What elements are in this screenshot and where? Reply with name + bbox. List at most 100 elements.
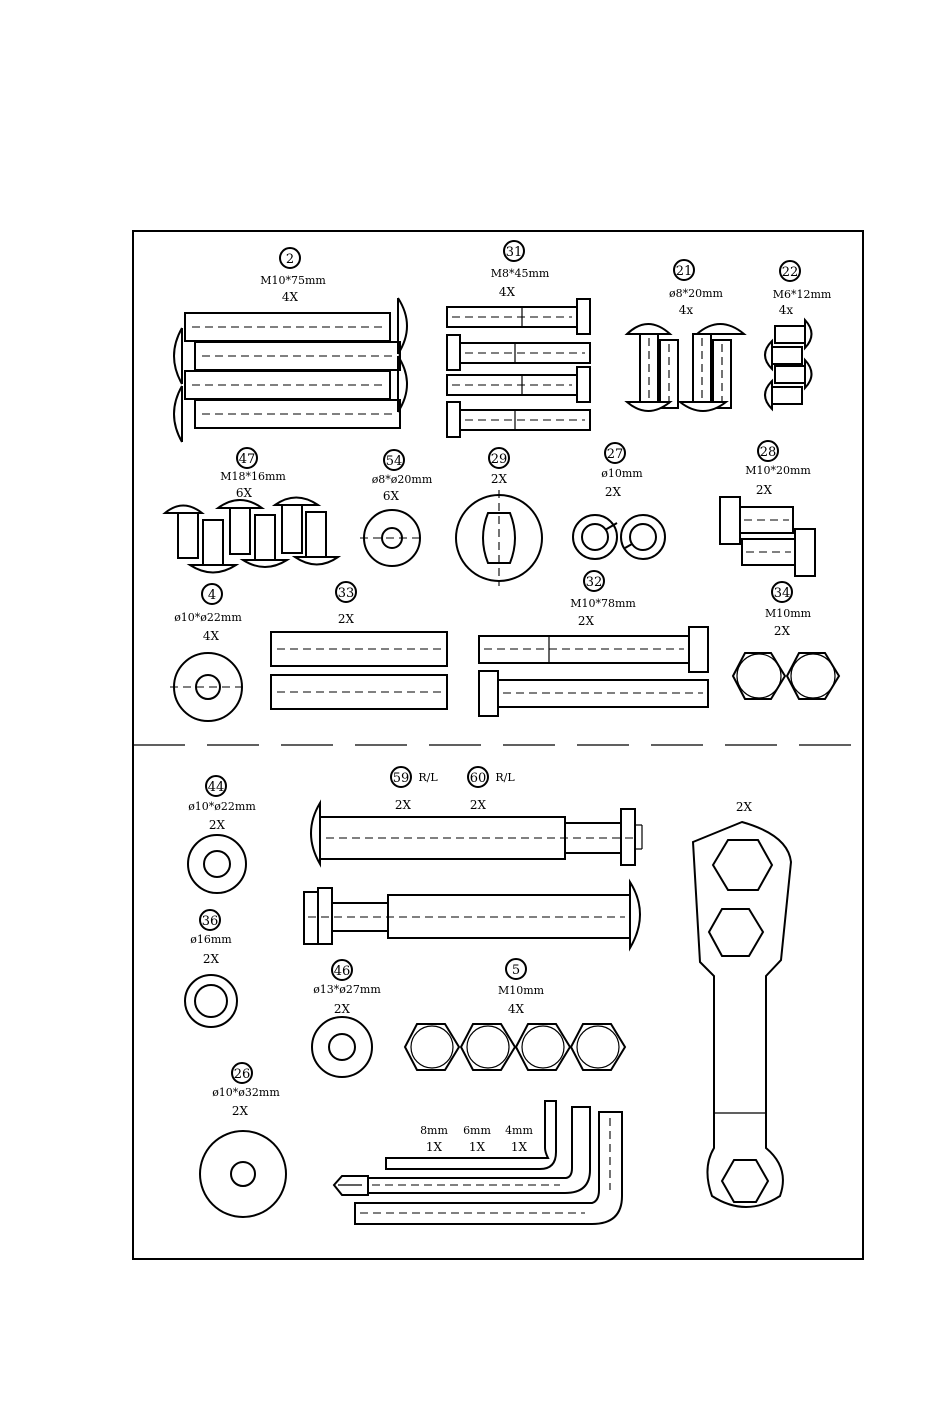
spanner-wrench-drawing xyxy=(693,822,791,1207)
part-59-60-drawing xyxy=(304,803,642,948)
part-31-drawing xyxy=(447,299,590,437)
part-33-drawing xyxy=(271,632,447,709)
allen-4mm-qty: 1X xyxy=(511,1140,528,1154)
part-59-number: 59 xyxy=(393,771,410,786)
allen-keys-group: 8mm 1X 6mm 1X 4mm 1X xyxy=(334,1101,622,1224)
part-32-number: 32 xyxy=(586,575,603,590)
part-33-number: 33 xyxy=(338,586,355,601)
part-29-drawing xyxy=(456,490,542,586)
part-2-group: 2 M10*75mm 4X xyxy=(174,248,407,442)
part-32-group: 32 M10*78mm 2X xyxy=(479,571,708,716)
part-33-qty: 2X xyxy=(338,612,355,626)
part-36-number: 36 xyxy=(202,914,219,929)
part-47-group: 47 M18*16mm 6X xyxy=(165,448,338,573)
part-34-drawing xyxy=(733,653,839,699)
part-27-spec: ø10mm xyxy=(601,467,643,480)
part-22-spec: M6*12mm xyxy=(773,288,832,301)
part-44-qty: 2X xyxy=(209,818,226,832)
part-31-spec: M8*45mm xyxy=(491,267,550,280)
part-32-spec: M10*78mm xyxy=(570,597,636,610)
part-46-drawing xyxy=(312,1017,372,1077)
part-22-group: 22 M6*12mm 4x xyxy=(765,261,832,409)
part-4-number: 4 xyxy=(208,588,216,603)
part-21-qty: 4x xyxy=(679,303,694,317)
part-60-number: 60 xyxy=(470,771,487,786)
part-54-spec: ø8*ø20mm xyxy=(372,473,433,486)
part-47-qty: 6X xyxy=(236,486,253,500)
allen-4mm-size: 4mm xyxy=(505,1124,533,1137)
part-29-group: 29 2X xyxy=(456,448,542,586)
part-46-spec: ø13*ø27mm xyxy=(313,983,381,996)
part-47-spec: M18*16mm xyxy=(220,470,286,483)
part-2-qty: 4X xyxy=(282,290,299,304)
part-5-drawing xyxy=(405,1024,625,1070)
part-34-spec: M10mm xyxy=(765,607,812,620)
part-47-number: 47 xyxy=(239,452,256,467)
part-22-qty: 4x xyxy=(779,303,794,317)
part-2-spec: M10*75mm xyxy=(260,274,326,287)
part-4-qty: 4X xyxy=(203,629,220,643)
part-21-drawing xyxy=(627,324,744,411)
wrench-group: 2X xyxy=(693,800,791,1207)
part-34-qty: 2X xyxy=(774,624,791,638)
allen-8mm-qty: 1X xyxy=(426,1140,443,1154)
part-47-drawing xyxy=(165,498,338,573)
part-21-group: 21 ø8*20mm 4x xyxy=(627,260,744,411)
part-28-group: 28 M10*20mm 2X xyxy=(720,441,815,576)
part-44-group: 44 ø10*ø22mm 2X xyxy=(188,776,256,893)
part-29-number: 29 xyxy=(491,452,508,467)
part-36-spec: ø16mm xyxy=(190,933,232,946)
part-44-spec: ø10*ø22mm xyxy=(188,800,256,813)
part-5-number: 5 xyxy=(512,963,520,978)
part-5-group: 5 M10mm 4X xyxy=(405,959,625,1070)
part-54-number: 54 xyxy=(386,454,403,469)
part-60-qty: 2X xyxy=(470,798,487,812)
allen-6mm-size: 6mm xyxy=(463,1124,491,1137)
part-36-qty: 2X xyxy=(203,952,220,966)
part-31-qty: 4X xyxy=(499,285,516,299)
part-4-spec: ø10*ø22mm xyxy=(174,611,242,624)
part-2-drawing xyxy=(174,298,407,442)
part-60-suffix: R/L xyxy=(495,771,515,784)
part-34-group: 34 M10mm 2X xyxy=(733,582,839,699)
part-29-qty: 2X xyxy=(491,472,508,486)
part-54-group: 54 ø8*ø20mm 6X xyxy=(360,450,433,566)
part-27-drawing xyxy=(573,515,665,559)
part-31-number: 31 xyxy=(506,245,523,260)
part-26-number: 26 xyxy=(234,1067,251,1082)
part-32-drawing xyxy=(479,627,708,716)
part-33-group: 33 2X xyxy=(271,582,447,709)
part-27-number: 27 xyxy=(607,447,624,462)
part-34-number: 34 xyxy=(774,586,791,601)
part-26-drawing xyxy=(200,1131,286,1217)
part-32-qty: 2X xyxy=(578,614,595,628)
part-31-group: 31 M8*45mm 4X xyxy=(447,241,590,437)
part-28-spec: M10*20mm xyxy=(745,464,811,477)
part-27-qty: 2X xyxy=(605,485,622,499)
part-26-group: 26 ø10*ø32mm 2X xyxy=(200,1063,286,1217)
part-59-suffix: R/L xyxy=(418,771,438,784)
allen-key-6mm-screwdriver-drawing xyxy=(334,1107,590,1195)
part-54-qty: 6X xyxy=(383,489,400,503)
part-28-drawing xyxy=(720,497,815,576)
wrench-qty: 2X xyxy=(736,800,753,814)
allen-8mm-size: 8mm xyxy=(420,1124,448,1137)
part-5-qty: 4X xyxy=(508,1002,525,1016)
part-36-group: 36 ø16mm 2X xyxy=(185,910,237,1027)
part-22-number: 22 xyxy=(782,265,799,280)
part-44-drawing xyxy=(188,835,246,893)
part-5-spec: M10mm xyxy=(498,984,545,997)
part-4-drawing xyxy=(170,653,246,721)
part-2-number: 2 xyxy=(286,252,294,267)
part-22-drawing xyxy=(765,320,812,409)
allen-6mm-qty: 1X xyxy=(469,1140,486,1154)
part-21-number: 21 xyxy=(676,264,693,279)
part-46-qty: 2X xyxy=(334,1002,351,1016)
part-46-group: 46 ø13*ø27mm 2X xyxy=(312,960,381,1077)
part-59-qty: 2X xyxy=(395,798,412,812)
part-4-group: 4 ø10*ø22mm 4X xyxy=(170,584,246,721)
part-26-qty: 2X xyxy=(232,1104,249,1118)
part-28-number: 28 xyxy=(760,445,777,460)
part-36-drawing xyxy=(185,975,237,1027)
